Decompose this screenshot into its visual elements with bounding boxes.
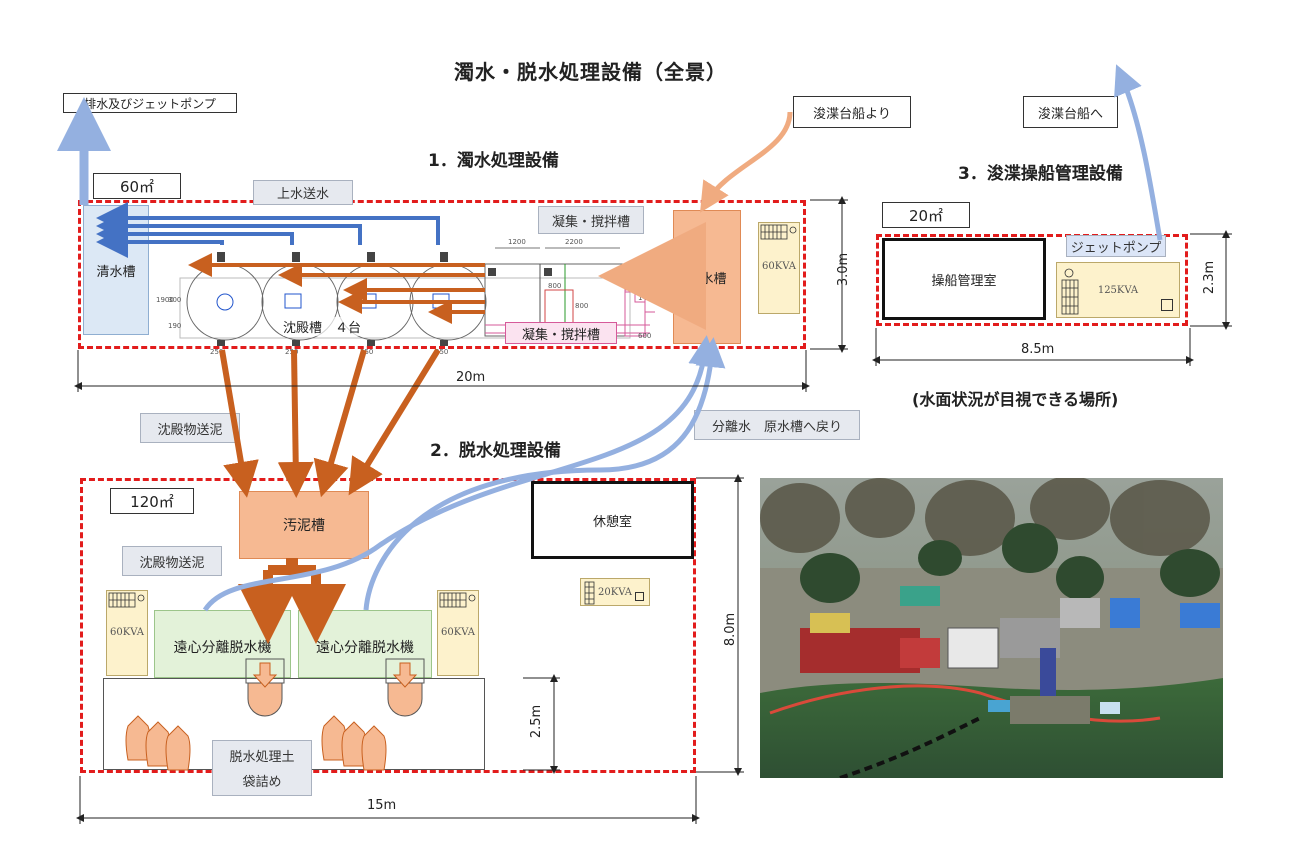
label-from-dredger: 浚渫台船より [793, 96, 911, 128]
generator-60kva-2: 60KVA [106, 590, 148, 676]
svg-text:250: 250 [210, 348, 223, 356]
area-dredge-control [876, 234, 1188, 326]
dewatered-soil-text: 脱水処理土 [229, 750, 295, 765]
site-aerial-photo [760, 478, 1223, 778]
dim-height-3m: 3.0m [836, 252, 852, 287]
label-sediment-transfer-1: 沈殿物送泥 [140, 413, 240, 443]
area-size-120: 120㎡ [110, 488, 194, 514]
generator-60kva-3: 60KVA [437, 590, 479, 676]
svg-text:190: 190 [168, 322, 181, 330]
dim-height-2-5m: 2.5m [529, 704, 545, 739]
svg-text:800: 800 [548, 282, 561, 290]
label-dewatered-soil: 脱水処理土 袋詰め [212, 740, 312, 796]
svg-text:2200: 2200 [565, 238, 583, 246]
svg-text:250: 250 [285, 348, 298, 356]
svg-text:1900: 1900 [156, 296, 174, 304]
svg-text:250: 250 [435, 348, 448, 356]
label-separated-water: 分離水 原水槽へ戻り [694, 410, 860, 440]
generator-20kva: 20KVA [580, 578, 650, 606]
sludge-tank: 汚泥槽 [239, 491, 369, 559]
generator-grid-icon [439, 592, 476, 608]
generator-panel-icon [635, 592, 644, 601]
area-size-60: 60㎡ [93, 173, 181, 199]
area-size-20: 20㎡ [882, 202, 970, 228]
section-title-water-treatment: 1．濁水処理設備 [428, 151, 559, 171]
settling-tank-label: 沈殿槽 ４台 [283, 317, 362, 336]
generator-rating: 60KVA [110, 627, 144, 638]
site-photo-drawing [760, 478, 1223, 778]
svg-text:1200: 1200 [508, 238, 526, 246]
visible-location-note: (水面状況が目視できる場所) [912, 390, 1119, 409]
generator-grid-icon [584, 581, 595, 605]
label-coag-bottom: 凝集・撹拌槽 [505, 322, 617, 344]
raw-water-tank: 原水槽 [673, 210, 741, 344]
svg-text:300: 300 [168, 296, 181, 304]
svg-text:600: 600 [638, 332, 651, 340]
generator-grid-icon [1061, 268, 1079, 315]
generator-grid-icon [108, 592, 145, 608]
generator-rating: 20KVA [598, 586, 632, 598]
svg-text:800: 800 [575, 302, 588, 310]
area-water-treatment [78, 200, 806, 349]
label-coag-top: 凝集・撹拌槽 [538, 206, 644, 234]
bagging-text: 袋詰め [242, 775, 282, 790]
generator-60kva-1: 60KVA [758, 222, 800, 314]
label-jet-pump: ジェットポンプ [1066, 235, 1166, 257]
generator-rating: 125KVA [1097, 284, 1139, 296]
label-supernatant: 上水送水 [253, 180, 353, 205]
dim-width-20m: 20m [456, 370, 486, 385]
control-room: 操船管理室 [882, 238, 1046, 320]
generator-panel-icon [1161, 299, 1173, 311]
soil-bags-drawing [125, 715, 387, 771]
generator-rating: 60KVA [762, 261, 796, 272]
svg-text:1400: 1400 [638, 294, 656, 302]
dim-height-8m: 8.0m [723, 612, 739, 647]
page-title: 濁水・脱水処理設備（全景） [454, 60, 727, 84]
dim-width-15m: 15m [367, 798, 397, 813]
label-discharge-jet: 排水及びジェットポンプ [63, 93, 237, 113]
label-to-dredger: 浚渫台船へ [1023, 96, 1118, 128]
generator-grid-icon [760, 224, 797, 240]
hopper-drawing [245, 658, 425, 717]
dim-height-2-3m: 2.3m [1202, 260, 1218, 295]
section-title-dredge-control: 3．浚渫操船管理設備 [958, 164, 1123, 184]
section-title-dewatering: 2．脱水処理設備 [430, 441, 561, 461]
label-sediment-transfer-2: 沈殿物送泥 [122, 546, 222, 576]
generator-125kva: 125KVA [1056, 262, 1180, 318]
clean-water-tank: 清水槽 [83, 205, 149, 335]
svg-text:250: 250 [360, 348, 373, 356]
rest-room: 休憩室 [531, 481, 694, 559]
generator-rating: 60KVA [441, 627, 475, 638]
dim-width-8-5m: 8.5m [1021, 342, 1055, 357]
